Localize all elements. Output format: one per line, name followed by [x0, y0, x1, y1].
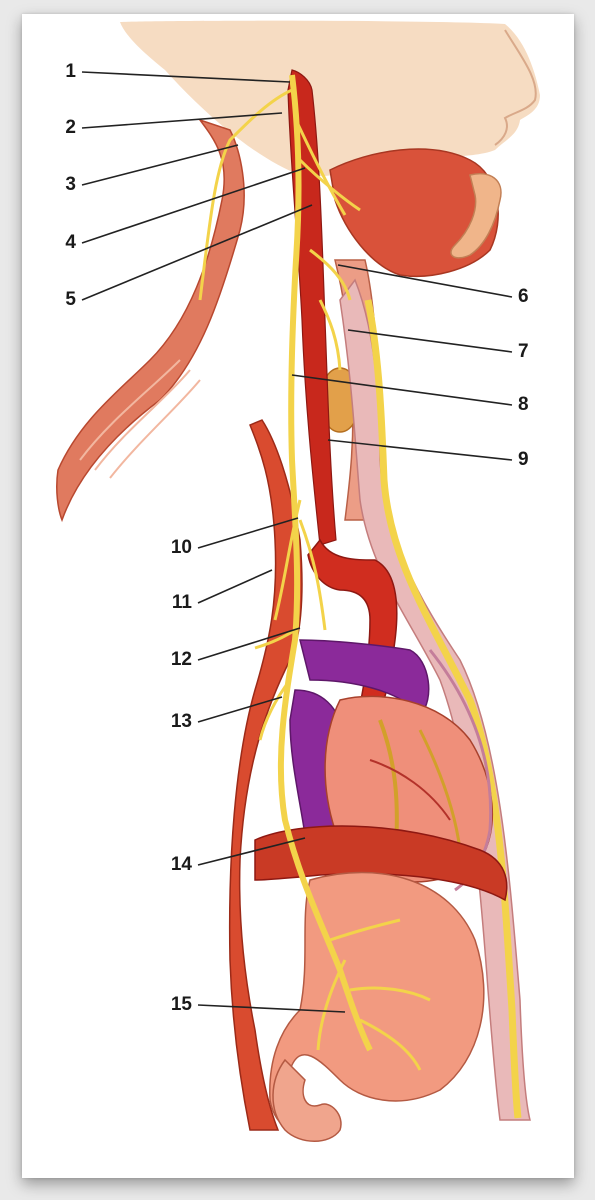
tongue-larynx: [330, 149, 498, 276]
label-11: 11: [152, 593, 192, 613]
label-7: 7: [518, 342, 558, 362]
label-6: 6: [518, 287, 558, 307]
label-1: 1: [36, 62, 76, 82]
label-12: 12: [152, 650, 192, 670]
label-14: 14: [152, 855, 192, 875]
label-5: 5: [36, 290, 76, 310]
head-skin: [120, 21, 540, 177]
label-8: 8: [518, 395, 558, 415]
label-4: 4: [36, 233, 76, 253]
label-10: 10: [152, 538, 192, 558]
duodenum: [273, 1060, 341, 1141]
label-3: 3: [36, 175, 76, 195]
label-9: 9: [518, 450, 558, 470]
label-2: 2: [36, 118, 76, 138]
label-15: 15: [152, 995, 192, 1015]
label-13: 13: [152, 712, 192, 732]
